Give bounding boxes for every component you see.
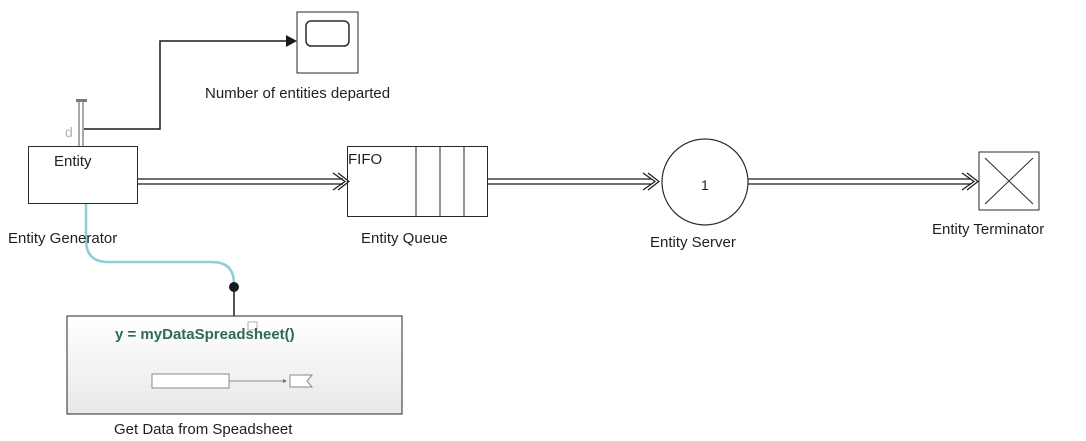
- entity-line-server-terminator[interactable]: [748, 172, 979, 191]
- scope-label: Number of entities departed: [205, 85, 391, 102]
- entity-generator-inner-label: Entity: [54, 153, 92, 170]
- entity-queue-inner-label: FIFO: [348, 151, 383, 168]
- entity-line-generator-queue[interactable]: [138, 172, 350, 191]
- spreadsheet-function-code: y = myDataSpreadsheet(): [115, 326, 295, 343]
- scope-screen-icon: [305, 20, 350, 47]
- arrowhead-scope: [286, 35, 297, 47]
- function-output-port-icon: [289, 374, 314, 388]
- generator-port-label: d: [65, 124, 73, 140]
- entity-server-block[interactable]: [661, 138, 749, 226]
- spreadsheet-function-block[interactable]: [66, 315, 403, 415]
- function-input-arg-icon: [151, 373, 230, 389]
- entity-terminator-block[interactable]: [978, 151, 1040, 211]
- entity-queue-block[interactable]: FIFO: [347, 146, 488, 217]
- entity-terminator-label: Entity Terminator: [932, 221, 1045, 238]
- queue-slots-icon: [415, 146, 465, 217]
- function-call-line[interactable]: [84, 203, 236, 287]
- signal-line-departed[interactable]: [84, 40, 286, 130]
- entity-server-label: Entity Server: [650, 234, 736, 251]
- entity-server-inner-label: 1: [701, 177, 709, 193]
- entity-generator-block[interactable]: Entity: [28, 146, 138, 204]
- function-call-dot: [229, 282, 239, 292]
- entity-generator-label: Entity Generator: [8, 230, 118, 247]
- generator-port-d[interactable]: [76, 99, 87, 147]
- entity-queue-label: Entity Queue: [361, 230, 448, 247]
- spreadsheet-function-label: Get Data from Speadsheet: [114, 421, 293, 438]
- entity-line-queue-server[interactable]: [488, 172, 660, 191]
- scope-block[interactable]: [296, 11, 359, 74]
- function-small-marker-icon: [247, 321, 258, 331]
